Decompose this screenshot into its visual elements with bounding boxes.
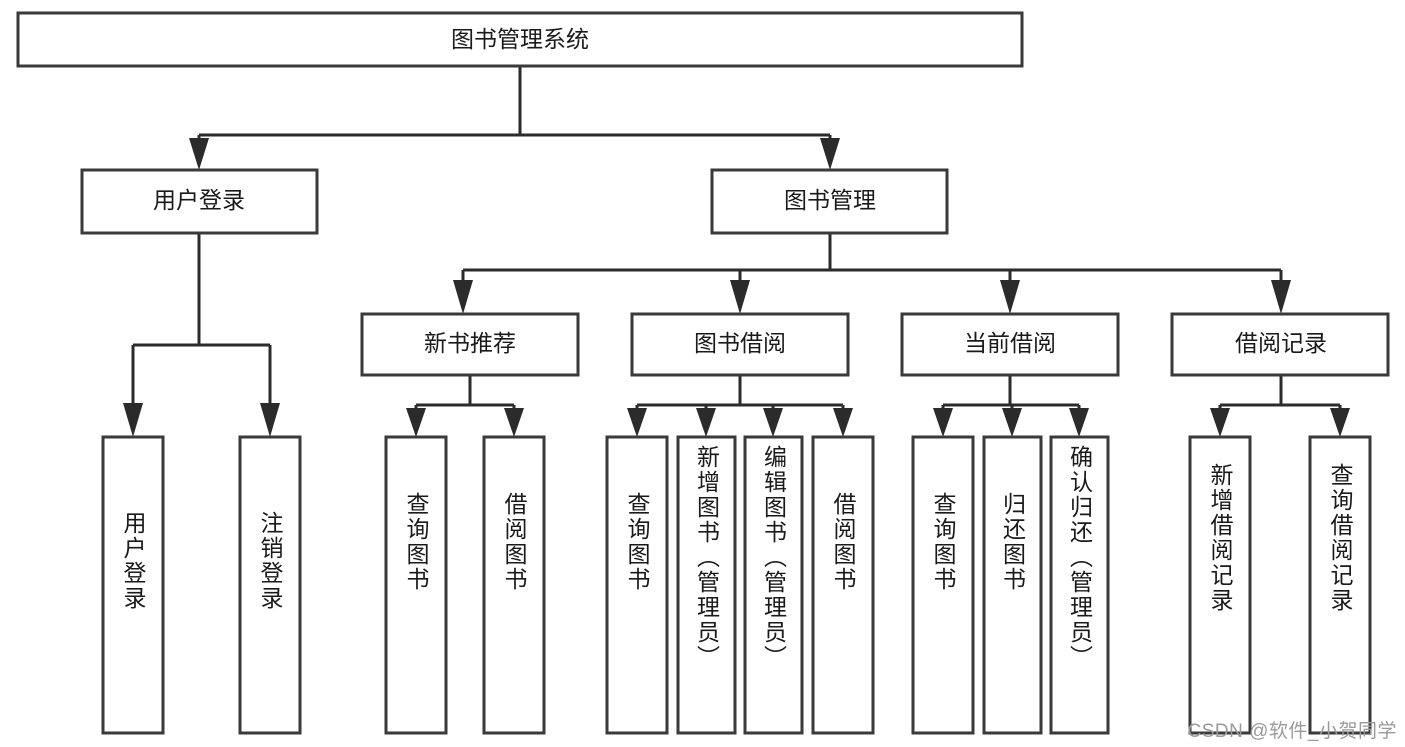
- leaf-rect-return-book[interactable]: [982, 435, 1043, 735]
- leaf-rect-borrow-book-2[interactable]: [811, 435, 875, 735]
- connector-group-bookmgmt-to-level3: [453, 233, 1291, 314]
- arrow-head-book-mgmt: [820, 138, 840, 170]
- connector-group-root-to-level2: [189, 66, 840, 170]
- arrow-head-leaf-query-book-3: [933, 408, 953, 437]
- node-current-borrow-rect: [900, 312, 1120, 377]
- node-book-management-label: 图书管理: [784, 187, 876, 213]
- arrow-head-leaf-query-record: [1330, 408, 1350, 437]
- node-current-borrow[interactable]: 当前借阅: [900, 312, 1120, 377]
- arrow-head-leaf-add-book: [696, 408, 716, 437]
- arrow-head-leaf-user-logout: [260, 403, 280, 437]
- arrow-head-book-borrow: [730, 280, 750, 314]
- leaf-rect-user-login[interactable]: [101, 435, 165, 735]
- connector-group-userlogin-to-leaves: [123, 233, 280, 437]
- leaf-rect-add-record[interactable]: [1188, 435, 1252, 735]
- node-root-rect: [16, 11, 1024, 68]
- node-book-borrow-rect: [630, 312, 850, 377]
- arrow-head-leaf-return-book: [1002, 408, 1022, 437]
- leaf-rect-query-book-1[interactable]: [384, 435, 448, 735]
- node-book-management[interactable]: 图书管理: [710, 168, 949, 235]
- node-borrow-record[interactable]: 借阅记录: [1170, 312, 1390, 377]
- arrow-head-leaf-add-record: [1210, 408, 1230, 437]
- leaf-rect-query-book-2[interactable]: [605, 435, 669, 735]
- arrow-head-leaf-borrow-book-2: [833, 408, 853, 437]
- connector-group-currentborrow-to-leaves: [933, 375, 1089, 437]
- connector-group-borrowrecord-to-leaves: [1210, 375, 1350, 437]
- arrow-head-borrow-record: [1271, 280, 1291, 314]
- arrow-head-leaf-edit-book: [763, 408, 783, 437]
- node-book-borrow[interactable]: 图书借阅: [630, 312, 850, 377]
- arrow-head-leaf-query-book-2: [627, 408, 647, 437]
- arrow-head-leaf-user-login: [123, 403, 143, 437]
- node-new-book-recommend-label: 新书推荐: [424, 330, 516, 356]
- connector-group-newbook-to-leaves: [406, 375, 524, 437]
- leaf-rect-add-book[interactable]: [676, 435, 737, 735]
- node-book-management-rect: [710, 168, 949, 235]
- node-borrow-record-label: 借阅记录: [1235, 330, 1327, 356]
- leaf-rect-confirm-return[interactable]: [1049, 435, 1110, 735]
- node-user-login-rect: [80, 168, 319, 235]
- arrow-head-user-login: [189, 138, 209, 170]
- node-new-book-recommend-rect: [360, 312, 580, 377]
- arrow-head-leaf-confirm-return: [1069, 408, 1089, 437]
- node-book-borrow-label: 图书借阅: [694, 330, 786, 356]
- node-borrow-record-rect: [1170, 312, 1390, 377]
- node-root-label: 图书管理系统: [451, 26, 589, 52]
- node-user-login[interactable]: 用户登录: [80, 168, 319, 235]
- leaf-rect-user-logout[interactable]: [238, 435, 302, 735]
- csdn-watermark: CSDN @软件_小贺同学: [1187, 721, 1397, 742]
- leaf-rect-borrow-book-1[interactable]: [482, 435, 546, 735]
- arrow-head-new-book-recommend: [453, 280, 473, 314]
- node-new-book-recommend[interactable]: 新书推荐: [360, 312, 580, 377]
- leaf-rect-edit-book[interactable]: [743, 435, 804, 735]
- leaf-rect-query-book-3[interactable]: [911, 435, 975, 735]
- arrow-head-leaf-query-book-1: [406, 408, 426, 437]
- connector-group-bookborrow-to-leaves: [627, 375, 853, 437]
- node-root-book-management-system[interactable]: 图书管理系统: [16, 11, 1024, 68]
- node-current-borrow-label: 当前借阅: [964, 330, 1056, 356]
- leaf-node-rects: [101, 435, 1372, 735]
- leaf-rect-query-record[interactable]: [1308, 435, 1372, 735]
- arrow-head-leaf-borrow-book-1: [504, 408, 524, 437]
- node-user-login-label: 用户登录: [153, 187, 245, 213]
- arrow-head-current-borrow: [1000, 280, 1020, 314]
